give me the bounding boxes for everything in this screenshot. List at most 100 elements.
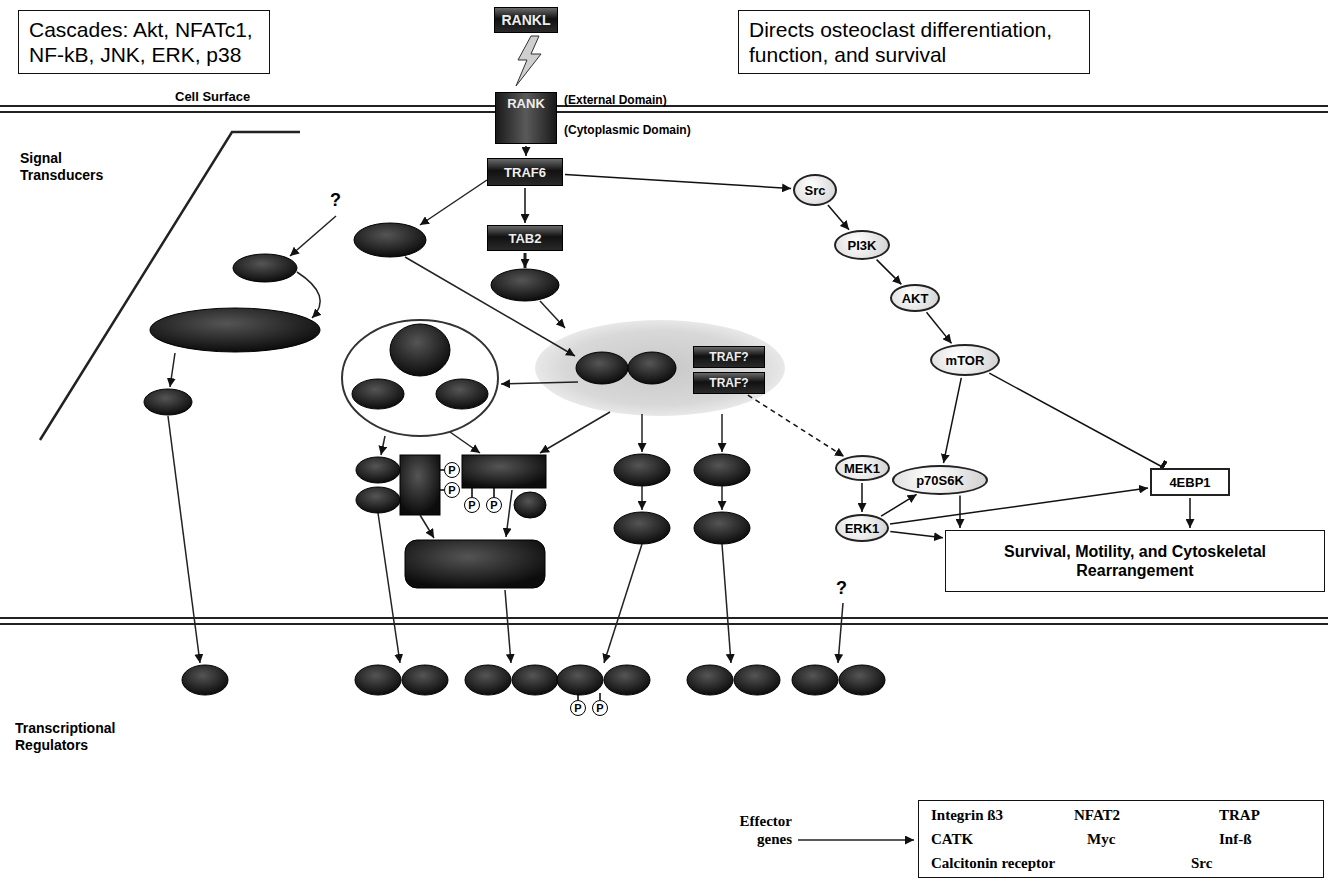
phosphate-circle: P [592, 700, 608, 716]
decor-shape [352, 379, 404, 409]
dark-proteins [144, 223, 885, 695]
protein-oval: AKT [890, 284, 940, 312]
decor-shape [297, 272, 320, 318]
protein-oval: MEK1 [835, 455, 890, 481]
arrow-connector [828, 205, 849, 230]
phosphate-circle: P [444, 482, 460, 498]
node-sublabel: TRAP [1219, 807, 1260, 824]
node-label: MEK1 [844, 461, 880, 476]
node-label: Directs osteoclast differentiation, func… [749, 17, 1079, 67]
node-label: AKT [902, 291, 929, 306]
node-label: 4EBP1 [1169, 475, 1210, 490]
arrow-connector [565, 175, 791, 189]
arrow-connector [525, 146, 527, 156]
gene-table: Integrin ß3NFAT2TRAPCATKMycInf-ßCalciton… [918, 800, 1324, 878]
summary-box: Directs osteoclast differentiation, func… [738, 10, 1090, 74]
region-label: Transcriptional Regulators [15, 720, 155, 754]
question-mark: ? [330, 190, 341, 212]
pathway-arrows [168, 180, 914, 840]
decor-shape [405, 540, 545, 588]
arrow-connector [861, 483, 863, 512]
decor-shape [356, 487, 400, 513]
decor-shape [599, 693, 601, 700]
phosphate-circle: P [570, 700, 586, 716]
receptor-box: RANK(External Domain)(Cytoplasmic Domain… [495, 92, 557, 144]
decor-shape [687, 665, 733, 695]
decor-shape [514, 492, 546, 518]
arrow-connector [877, 260, 902, 285]
decor-shape [641, 486, 643, 510]
node-label: RANKL [502, 12, 551, 28]
decor-shape [462, 455, 546, 488]
adaptor-box: TRAF? [693, 372, 765, 394]
decor-shape [628, 352, 676, 384]
node-sublabel: Inf-ß [1219, 831, 1252, 848]
decor-shape [722, 544, 731, 663]
decor-shape [378, 513, 400, 663]
decor-shape [390, 324, 450, 376]
decor-shape [501, 382, 578, 384]
node-label: TRAF? [709, 350, 748, 364]
protein-oval: p70S6K [892, 465, 988, 495]
decor-shape [144, 389, 192, 415]
node-label: Survival, Motility, and Cytoskeletal Rea… [956, 542, 1314, 580]
decor-shape [491, 269, 559, 301]
node-label: P [448, 484, 455, 496]
decor-shape [465, 665, 511, 695]
node-sublabel: (External Domain) [564, 93, 667, 107]
decor-shape [614, 454, 670, 486]
decor-shape [400, 455, 440, 515]
region-label: Signal Transducers [20, 150, 130, 184]
decor-shape [493, 488, 495, 497]
decor-shape [604, 665, 650, 695]
decor-shape [290, 216, 336, 256]
decor-shape [576, 352, 628, 384]
region-label: Cell Surface [175, 89, 250, 105]
node-label: Cascades: Akt, NFATc1, NF-kB, JNK, ERK, … [29, 17, 259, 67]
decor-shape [505, 590, 511, 663]
summary-box: Cascades: Akt, NFATc1, NF-kB, JNK, ERK, … [18, 10, 270, 74]
protein-box: 4EBP1 [1150, 468, 1230, 496]
protein-oval: mTOR [930, 344, 1000, 376]
ligand-box: RANKL [494, 7, 558, 33]
region-label: Effector genes [716, 812, 792, 848]
decor-shape [168, 416, 200, 663]
decor-shape [182, 665, 228, 695]
decor-shape [694, 454, 750, 486]
question-mark: ? [836, 578, 847, 600]
phosphate-stems [440, 470, 600, 700]
decor-shape [734, 665, 780, 695]
adaptor-box: TRAF? [693, 346, 765, 368]
node-label: ERK1 [845, 521, 880, 536]
arrow-connector [524, 188, 526, 223]
decor-shape [506, 490, 512, 537]
adaptor-box: TAB2 [487, 225, 563, 251]
node-label: mTOR [946, 353, 985, 368]
decor-shape [405, 257, 575, 356]
arrow-connector [927, 312, 952, 343]
decor-shape [792, 665, 838, 695]
complex-outline [342, 320, 498, 436]
protein-oval: Src [793, 174, 837, 206]
node-label: P [448, 464, 455, 476]
decor-shape [436, 379, 488, 409]
decor-shape [721, 486, 723, 510]
node-sublabel: NFAT2 [1074, 807, 1120, 824]
decor-shape [838, 603, 843, 663]
decor-shape [420, 515, 434, 538]
node-sublabel: CATK [931, 831, 973, 848]
decor-shape [170, 353, 175, 387]
node-label: Integrin ß3 [931, 807, 1003, 824]
node-label: P [574, 702, 581, 714]
node-sublabel: Src [1191, 855, 1212, 872]
node-label: P [596, 702, 603, 714]
decor-shape [233, 254, 297, 282]
arrow-connector [944, 378, 962, 463]
node-sublabel: Myc [1087, 831, 1115, 848]
node-label: PI3K [848, 238, 877, 253]
outcome-box: Survival, Motility, and Cytoskeletal Rea… [945, 530, 1325, 592]
decor-shape [356, 457, 400, 483]
node-label: P [490, 499, 497, 511]
gray-complex [535, 320, 785, 416]
